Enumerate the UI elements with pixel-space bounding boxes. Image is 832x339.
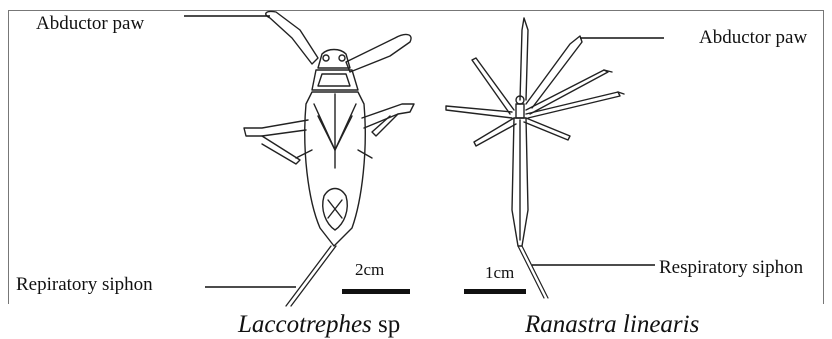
ranastra-leg-2	[446, 106, 512, 118]
abductor-paw-label-left: Abductor paw	[36, 14, 144, 33]
scale-label-left: 2cm	[355, 261, 384, 278]
caption-laccotrephes: Laccotrephes sp	[238, 312, 400, 337]
ranastra-leg-1	[472, 58, 514, 114]
ranastra-leg-6	[524, 118, 570, 140]
laccotrephes-drawing	[244, 11, 414, 306]
ranastra-leg-3	[474, 118, 516, 146]
scale-label-right: 1cm	[485, 264, 514, 281]
ranastra-left-foreleg	[520, 18, 528, 100]
scale-bar-right	[464, 289, 526, 294]
siphon-label-left: Repiratory siphon	[16, 275, 153, 294]
ranastra-right-foreleg	[526, 36, 582, 108]
laccotrephes-right-foreleg	[346, 35, 411, 72]
abductor-paw-label-right: Abductor paw	[699, 28, 807, 47]
ranastra-leg-4	[526, 70, 608, 114]
laccotrephes-left-foreleg	[266, 11, 318, 64]
scale-bar-left	[342, 289, 410, 294]
laccotrephes-pronotum	[312, 70, 358, 90]
siphon-label-right: Respiratory siphon	[659, 258, 803, 277]
caption-laccotrephes-genus: Laccotrephes	[238, 311, 372, 338]
caption-ranastra-species: Ranastra linearis	[525, 311, 699, 338]
ranastra-leg-5	[526, 92, 620, 118]
laccotrephes-left-midleg	[244, 120, 308, 136]
laccotrephes-siphon	[286, 246, 336, 306]
caption-laccotrephes-suffix: sp	[372, 311, 400, 338]
caption-ranastra: Ranastra linearis	[525, 312, 699, 337]
ranastra-drawing	[446, 18, 624, 298]
